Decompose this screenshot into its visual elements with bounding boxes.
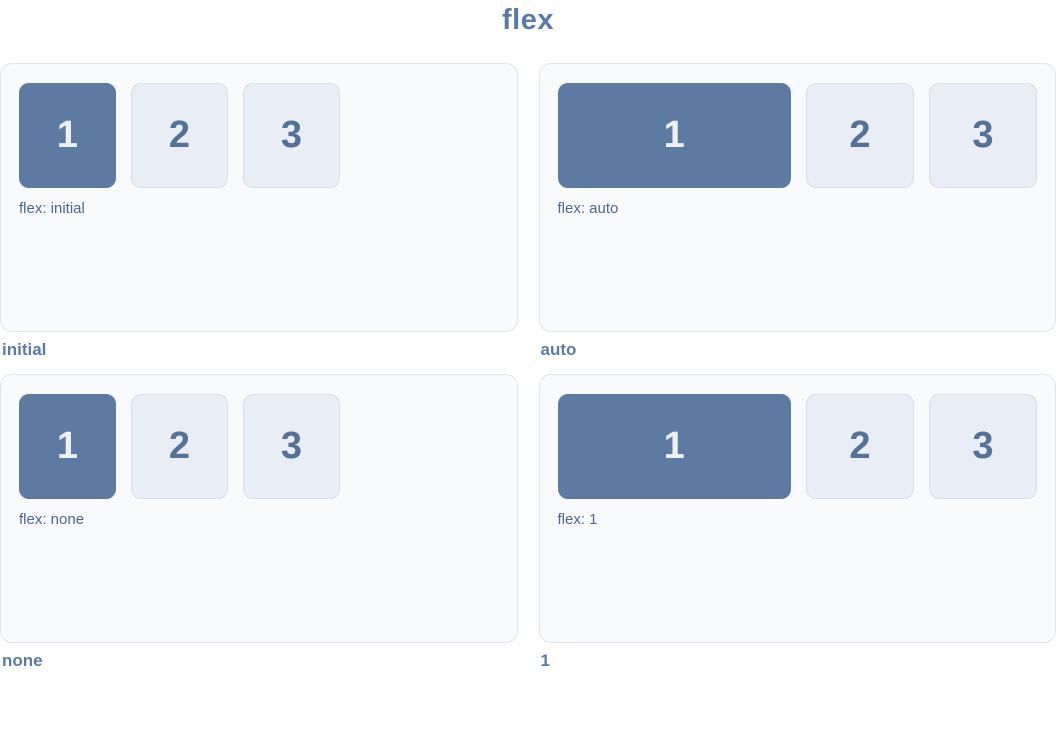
flex-value-label-1: flex: 1	[558, 511, 1038, 528]
panel-initial: 1 2 3 flex: initial	[0, 63, 518, 332]
demo-cell-1: 1 2 3 flex: 1 1	[539, 374, 1056, 671]
panel-caption-auto: auto	[541, 340, 1056, 360]
panel-1: 1 2 3 flex: 1	[539, 374, 1056, 643]
flex-container-auto: 1 2 3	[558, 83, 1038, 188]
flex-item-1: 1	[558, 394, 792, 499]
demo-grid: 1 2 3 flex: initial initial 1 2 3 flex: …	[0, 63, 1056, 671]
demo-cell-none: 1 2 3 flex: none none	[0, 374, 518, 671]
flex-item-1: 1	[19, 83, 116, 188]
flex-item-2: 2	[131, 83, 228, 188]
demo-cell-initial: 1 2 3 flex: initial initial	[0, 63, 518, 360]
panel-auto: 1 2 3 flex: auto	[539, 63, 1056, 332]
flex-item-2: 2	[806, 394, 914, 499]
flex-item-1: 1	[19, 394, 116, 499]
panel-caption-none: none	[2, 651, 518, 671]
flex-item-1: 1	[558, 83, 792, 188]
flex-item-3: 3	[929, 83, 1037, 188]
flex-item-3: 3	[929, 394, 1037, 499]
flex-item-3: 3	[243, 394, 340, 499]
flex-value-label-none: flex: none	[19, 511, 499, 528]
flex-item-2: 2	[806, 83, 914, 188]
panel-caption-1: 1	[541, 651, 1056, 671]
flex-container-none: 1 2 3	[19, 394, 499, 499]
flex-item-3: 3	[243, 83, 340, 188]
flex-value-label-initial: flex: initial	[19, 200, 499, 217]
flex-item-2: 2	[131, 394, 228, 499]
flex-value-label-auto: flex: auto	[558, 200, 1038, 217]
flex-container-initial: 1 2 3	[19, 83, 499, 188]
panel-none: 1 2 3 flex: none	[0, 374, 518, 643]
demo-cell-auto: 1 2 3 flex: auto auto	[539, 63, 1056, 360]
panel-caption-initial: initial	[2, 340, 518, 360]
page-title: flex	[0, 4, 1056, 37]
flex-container-1: 1 2 3	[558, 394, 1038, 499]
